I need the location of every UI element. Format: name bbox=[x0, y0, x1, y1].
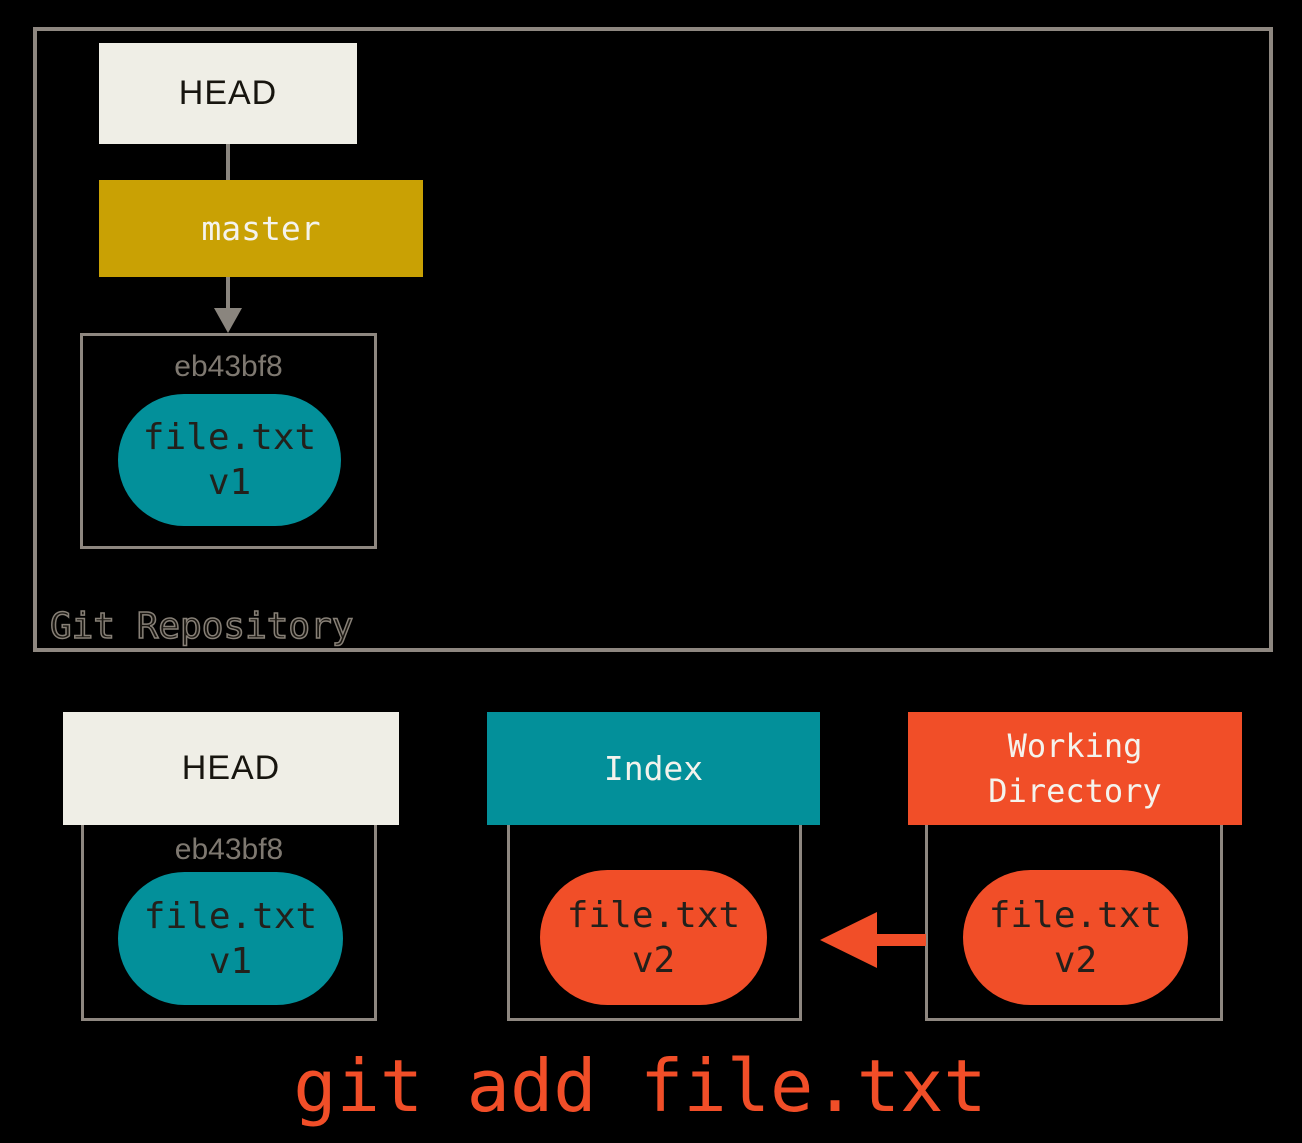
master-branch-label: master bbox=[201, 209, 321, 248]
working-file-blob: file.txt v2 bbox=[963, 870, 1188, 1005]
commit-hash: eb43bf8 bbox=[174, 350, 283, 383]
index-column-label: Index bbox=[603, 749, 704, 788]
master-branch-box: master bbox=[99, 180, 423, 277]
head-to-master-connector bbox=[226, 144, 230, 180]
master-to-commit-line bbox=[226, 277, 230, 309]
git-add-caption: git add file.txt bbox=[293, 1044, 987, 1128]
head-file-blob: file.txt v1 bbox=[118, 872, 343, 1005]
head-column-label: HEAD bbox=[181, 749, 281, 787]
head-ref-label: HEAD bbox=[178, 74, 278, 112]
file-name: file.txt bbox=[566, 894, 741, 936]
file-name: file.txt bbox=[143, 895, 318, 937]
git-repository-label: Git Repository bbox=[49, 605, 354, 648]
git-repository-box bbox=[33, 27, 1273, 652]
committed-file-blob: file.txt v1 bbox=[118, 394, 341, 526]
working-directory-label: Working Directory bbox=[988, 724, 1161, 814]
working-directory-box: file.txt v2 bbox=[925, 825, 1223, 1021]
add-arrow-line bbox=[876, 934, 926, 946]
working-directory-header: Working Directory bbox=[908, 712, 1242, 825]
staged-file-blob: file.txt v2 bbox=[540, 870, 767, 1005]
head-snapshot-box: eb43bf8 file.txt v1 bbox=[81, 825, 377, 1021]
head-column-header: HEAD bbox=[63, 712, 399, 825]
file-version: v1 bbox=[208, 940, 253, 982]
head-ref-box: HEAD bbox=[99, 43, 357, 144]
file-version: v1 bbox=[207, 462, 252, 503]
file-name: file.txt bbox=[988, 894, 1163, 936]
file-version: v2 bbox=[1053, 939, 1098, 981]
index-column-header: Index bbox=[487, 712, 820, 825]
index-box: file.txt v2 bbox=[507, 825, 802, 1021]
add-arrow-head-icon bbox=[820, 912, 877, 968]
file-version: v2 bbox=[631, 939, 676, 981]
head-commit-hash: eb43bf8 bbox=[174, 833, 284, 866]
working-directory-label-line1: Working bbox=[1007, 726, 1143, 765]
master-to-commit-arrowhead-icon bbox=[214, 308, 242, 333]
commit-box: eb43bf8 file.txt v1 bbox=[80, 333, 377, 549]
working-directory-label-line2: Directory bbox=[988, 771, 1162, 810]
file-name: file.txt bbox=[142, 417, 317, 458]
